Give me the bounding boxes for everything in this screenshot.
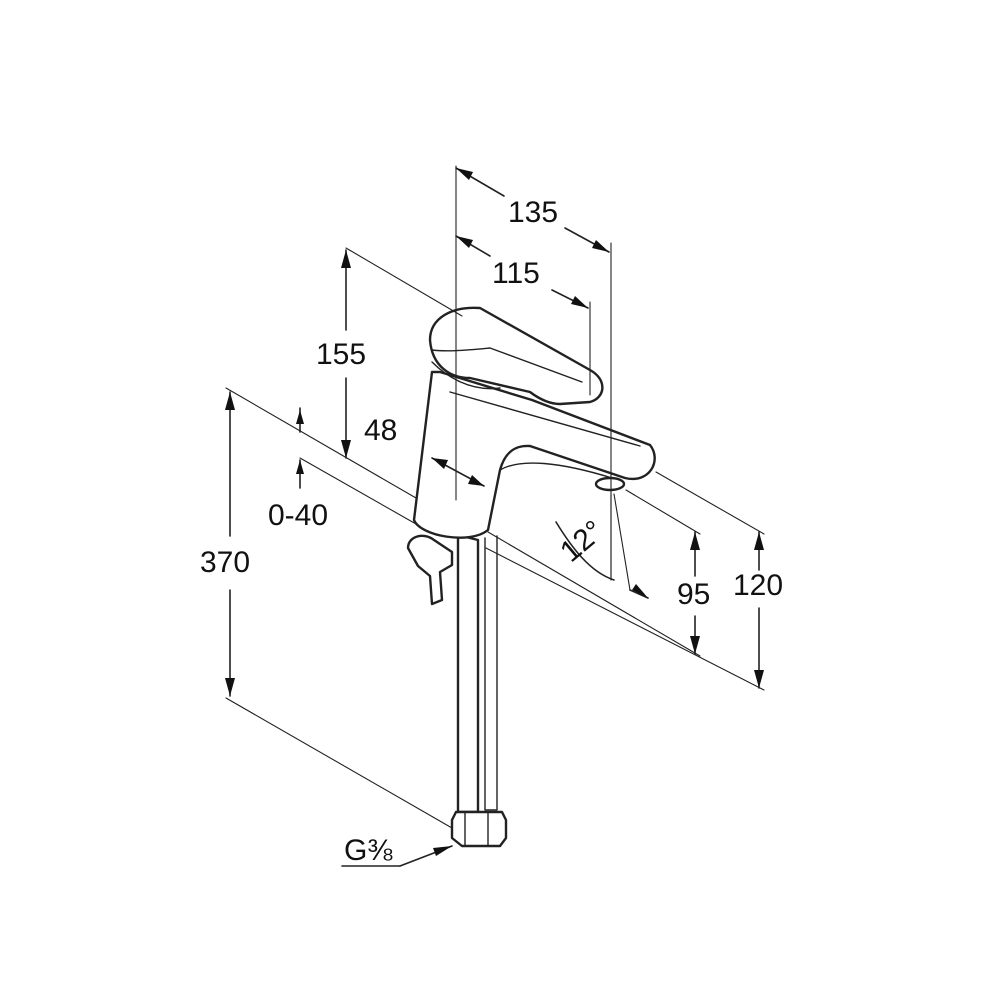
dimension-115: 115 bbox=[492, 257, 540, 290]
dimension-95: 95 bbox=[677, 578, 710, 611]
dimension-370: 370 bbox=[200, 546, 250, 579]
dimension-12-degrees: 12° bbox=[554, 514, 610, 568]
dimension-120: 120 bbox=[733, 569, 783, 602]
faucet-body bbox=[406, 306, 656, 848]
pop-up-rod bbox=[406, 534, 454, 606]
aerator bbox=[594, 476, 626, 492]
lever-handle bbox=[428, 306, 604, 406]
dimension-135: 135 bbox=[508, 196, 558, 229]
dimension-0-40: 0-40 bbox=[268, 499, 328, 532]
dimension-48: 48 bbox=[364, 414, 397, 447]
connection-nut bbox=[450, 810, 508, 848]
supply-hose bbox=[456, 533, 480, 814]
dimension-155: 155 bbox=[316, 338, 366, 371]
dimension-thread: G⅜ bbox=[344, 834, 393, 867]
faucet-column bbox=[412, 370, 656, 539]
spout bbox=[449, 391, 641, 479]
